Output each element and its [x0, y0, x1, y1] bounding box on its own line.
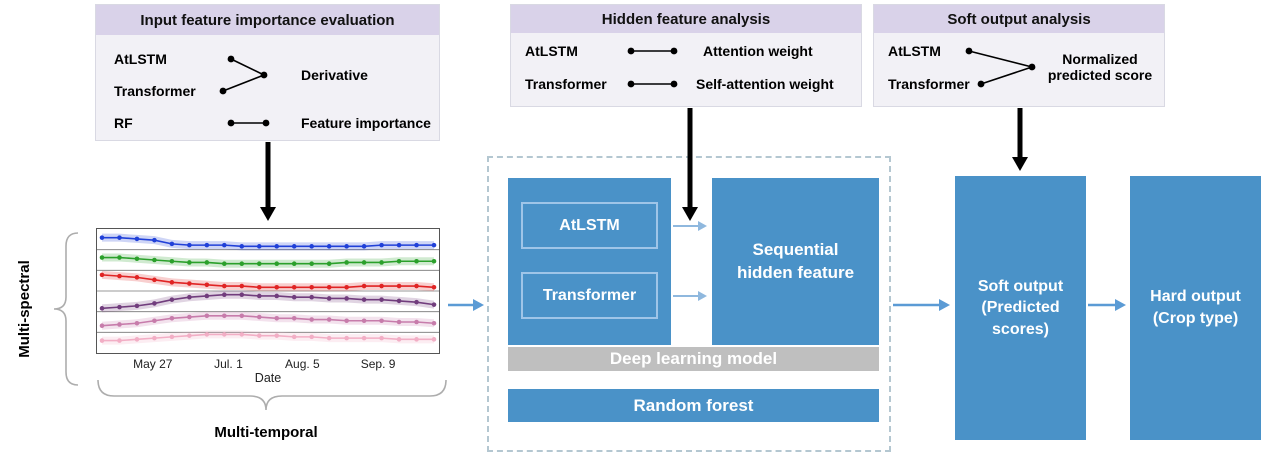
- self-attention-weight-label: Self-attention weight: [696, 76, 834, 92]
- model-label-atlstm: AtLSTM: [888, 43, 941, 59]
- x-tick-label: Sep. 9: [360, 357, 396, 371]
- random-forest-bar: Random forest: [508, 389, 879, 422]
- transformer-box: Transformer: [521, 272, 658, 319]
- x-tick-labels: May 27 Jul. 1 Aug. 5 Sep. 9: [96, 357, 440, 372]
- encoder-models-box: AtLSTM Transformer: [508, 178, 671, 345]
- panel-input-importance-title: Input feature importance evaluation: [96, 5, 439, 35]
- x-tick-label: May 27: [133, 357, 173, 371]
- model-label-atlstm: AtLSTM: [114, 51, 167, 67]
- deep-learning-model-bar: Deep learning model: [508, 347, 879, 371]
- connector-graphic-hidden-feature: [627, 47, 678, 88]
- multi-temporal-label: Multi-temporal: [214, 424, 318, 441]
- x-axis-title: Date: [254, 371, 282, 385]
- panel-hidden-feature-body: AtLSTM Attention weight Transformer Self…: [511, 33, 861, 106]
- panel-soft-output-title: Soft output analysis: [874, 5, 1164, 33]
- panel-hidden-feature-analysis: Hidden feature analysis AtLSTM Attention…: [510, 4, 862, 107]
- model-label-rf: RF: [114, 115, 133, 131]
- model-label-transformer: Transformer: [114, 83, 196, 99]
- model-label-transformer: Transformer: [888, 76, 970, 92]
- panel-input-importance-body: AtLSTM Transformer RF Derivative Feature…: [96, 35, 439, 140]
- panel-hidden-feature-title: Hidden feature analysis: [511, 5, 861, 33]
- sequential-hidden-feature-box: Sequential hidden feature: [712, 178, 879, 345]
- atlstm-box: AtLSTM: [521, 202, 658, 249]
- feature-importance-label: Feature importance: [301, 115, 431, 131]
- x-tick-label: Aug. 5: [285, 357, 320, 371]
- model-label-transformer: Transformer: [525, 76, 607, 92]
- connector-graphic-soft-output: [965, 47, 1036, 88]
- derivative-label: Derivative: [301, 67, 368, 83]
- spectral-chart-svg: [97, 233, 439, 345]
- attention-weight-label: Attention weight: [703, 43, 813, 59]
- soft-output-box: Soft output (Predicted scores): [955, 176, 1086, 440]
- multi-spectral-brace: [53, 232, 79, 386]
- x-tick-label: Jul. 1: [214, 357, 243, 371]
- spectral-time-series-chart: [96, 228, 440, 354]
- panel-soft-output-body: AtLSTM Transformer Normalized predicted …: [874, 33, 1164, 106]
- panel-soft-output-analysis: Soft output analysis AtLSTM Transformer …: [873, 4, 1165, 107]
- panel-input-feature-importance: Input feature importance evaluation AtLS…: [95, 4, 440, 141]
- multi-spectral-label: Multi-spectral: [16, 260, 33, 358]
- model-label-atlstm: AtLSTM: [525, 43, 578, 59]
- normalized-predicted-score-label: Normalized predicted score: [1047, 50, 1153, 83]
- hard-output-box: Hard output (Crop type): [1130, 176, 1261, 440]
- connector-graphic-input-importance: [219, 55, 270, 127]
